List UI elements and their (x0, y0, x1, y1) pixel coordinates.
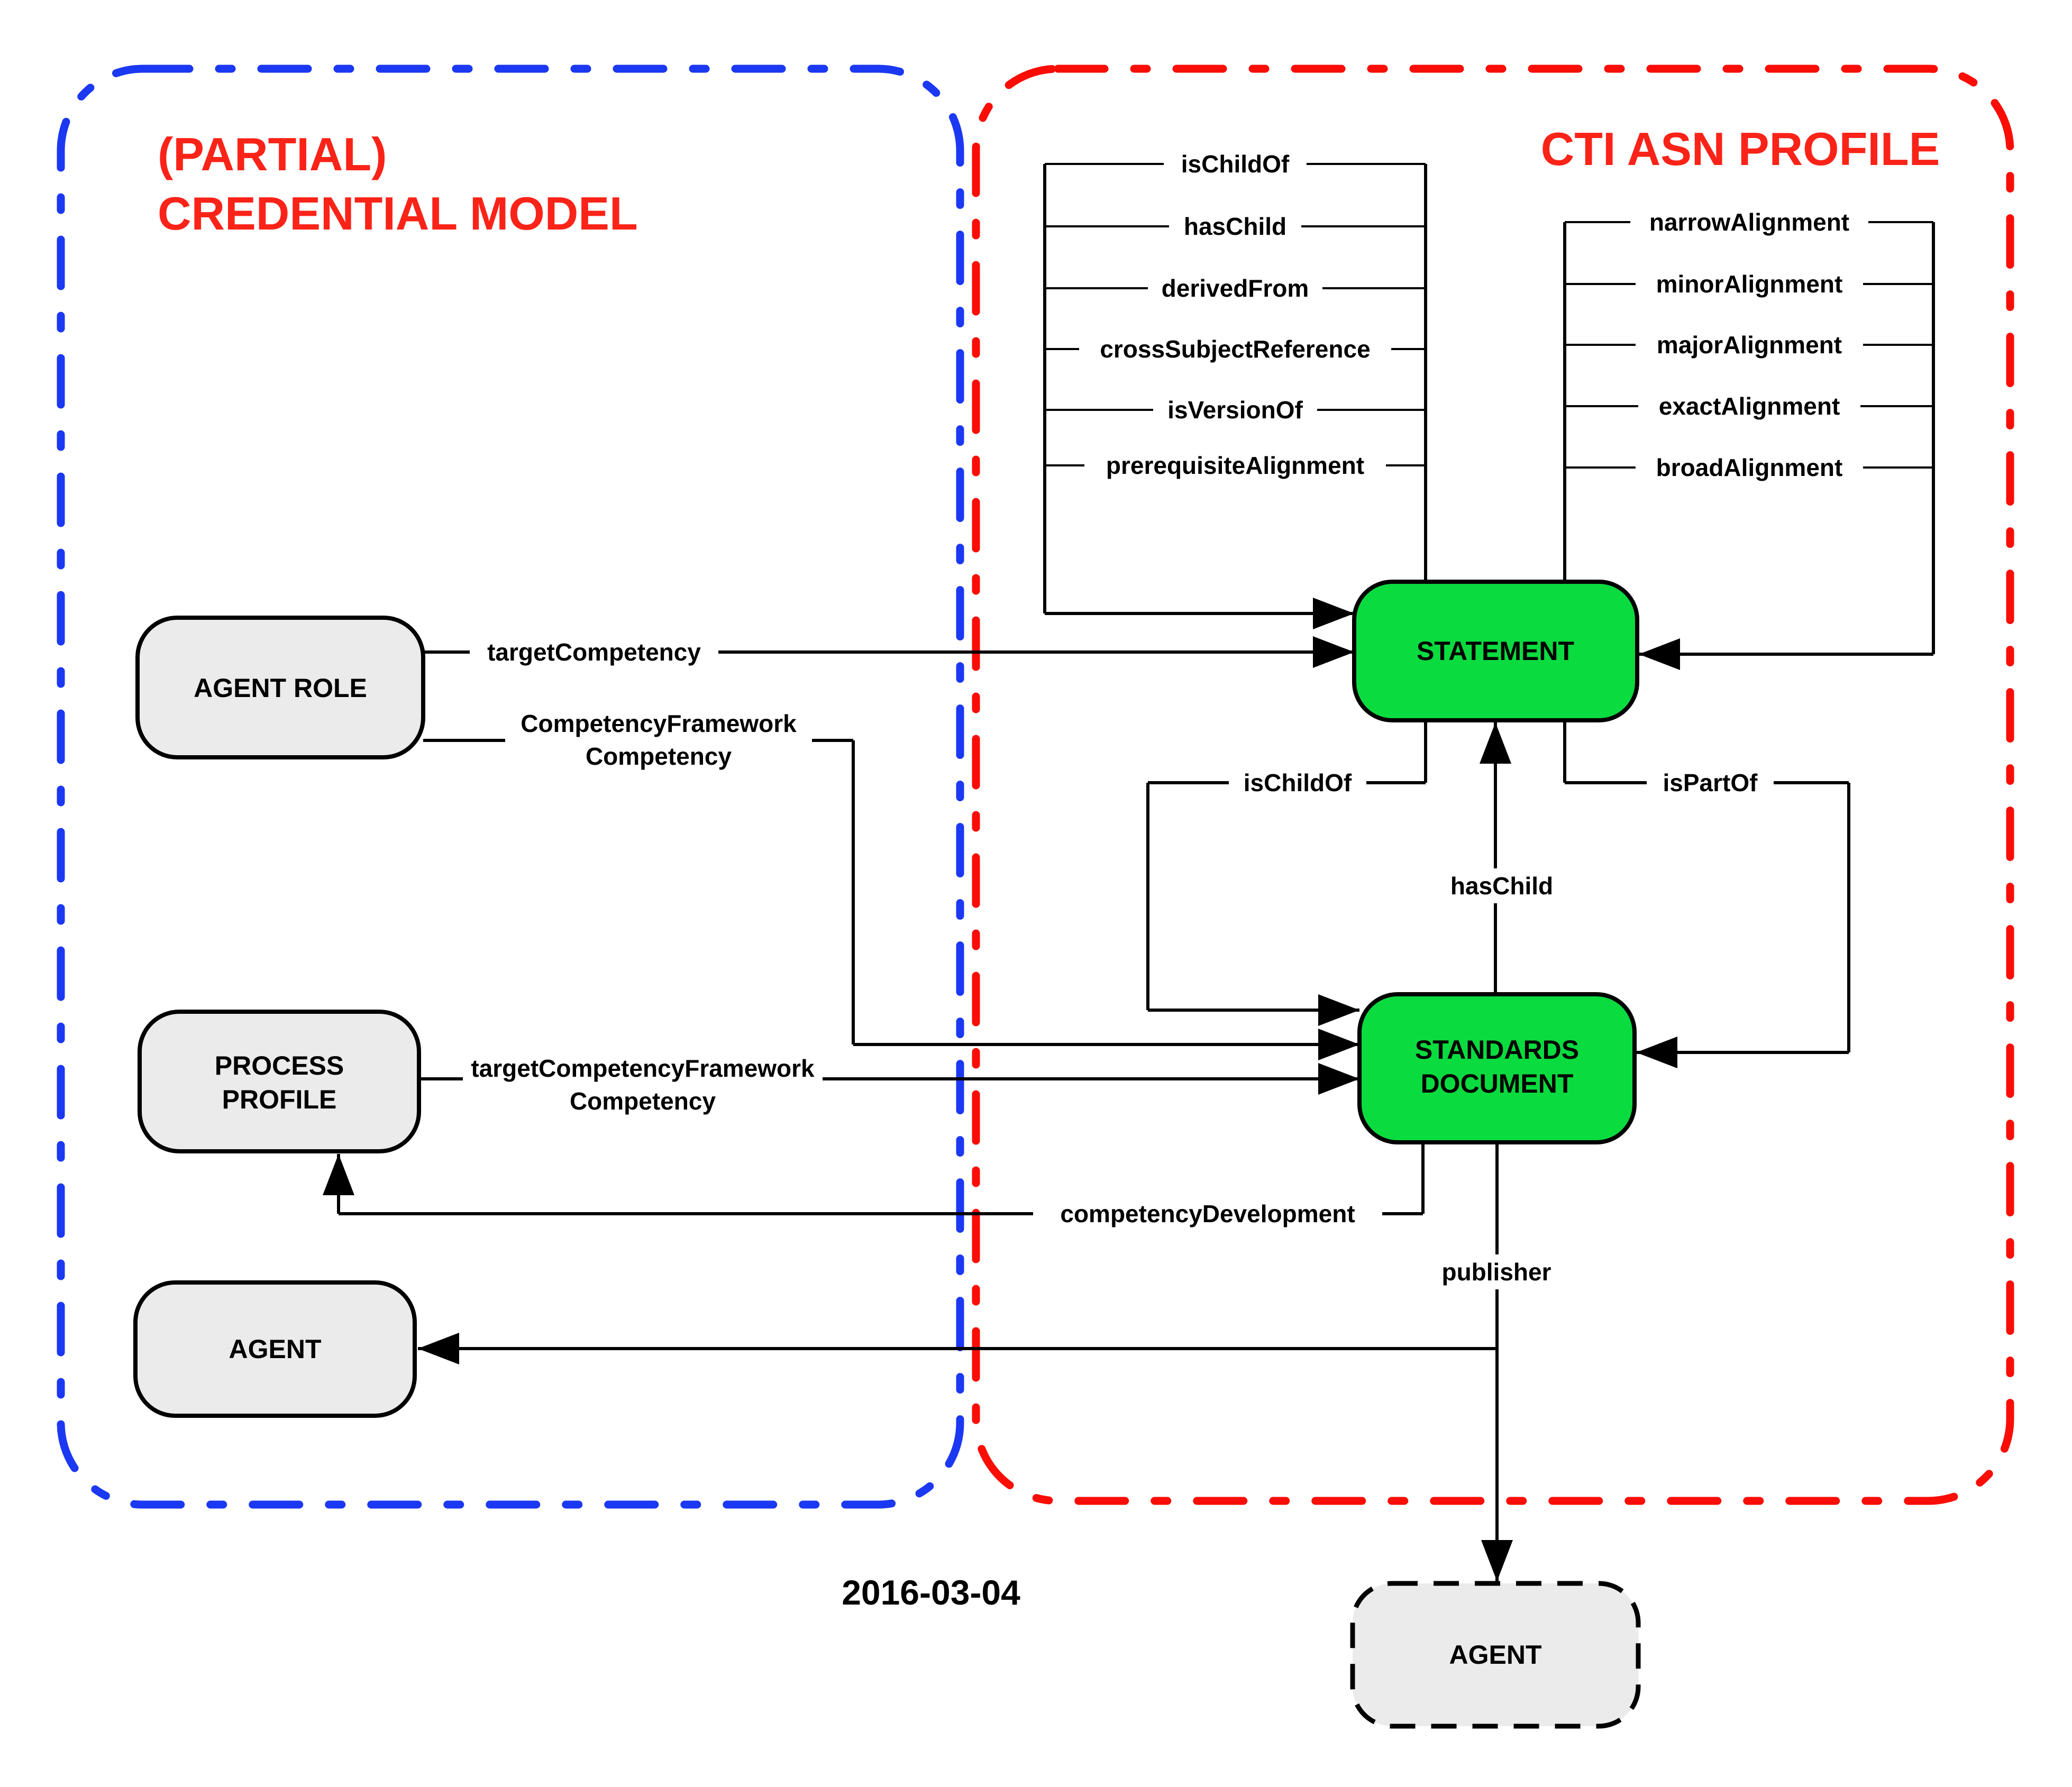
label-bg (1630, 205, 1868, 240)
edge-label-isversionof: isVersionOf (1153, 392, 1317, 427)
cti-asn-profile-region-border (972, 65, 2014, 1505)
label-bg (1164, 146, 1307, 181)
statement-label: STATEMENT (1417, 636, 1574, 666)
cti-asn-profile-title: CTI ASN PROFILE (1541, 123, 1940, 175)
svg-text:CompetencyFramework: CompetencyFramework (521, 710, 797, 737)
edge-labels: isChildOf hasChild derivedFrom crossSubj… (463, 146, 1868, 1289)
label-bg (470, 635, 718, 670)
region-borders (57, 65, 2014, 1509)
standards-document-label-line1: STANDARDS (1415, 1035, 1579, 1065)
connector-lines (323, 163, 1935, 1581)
agent-bottom-label: AGENT (1449, 1640, 1542, 1670)
svg-text:hasChild: hasChild (1450, 872, 1553, 900)
node-statement: STATEMENT (1352, 580, 1639, 722)
node-agent-role: AGENT ROLE (135, 616, 425, 759)
label-bg (1148, 271, 1322, 306)
edge-label-targetcompetencyframework: targetCompetencyFramework Competency (463, 1049, 823, 1119)
label-bg (463, 1049, 823, 1119)
edge-label-ispartof: isPartOf (1647, 765, 1774, 800)
edge-label-derivedfrom: derivedFrom (1148, 271, 1322, 306)
svg-text:isChildOf: isChildOf (1181, 150, 1290, 178)
edge-label-crosssubjectreference: crossSubjectReference (1079, 332, 1391, 366)
label-bg (1636, 450, 1863, 485)
edge-label-competencyframework: CompetencyFramework Competency (505, 704, 812, 774)
svg-text:exactAlignment: exactAlignment (1659, 392, 1840, 420)
edge-label-prerequisitealignment: prerequisiteAlignment (1084, 448, 1386, 483)
agent-role-box (135, 616, 425, 759)
standards-document-box (1357, 992, 1637, 1144)
process-profile-box (138, 1010, 421, 1153)
svg-text:majorAlignment: majorAlignment (1657, 331, 1842, 359)
svg-text:hasChild: hasChild (1184, 213, 1286, 240)
edge-label-majoralignment: majorAlignment (1636, 327, 1863, 362)
agent-left-box (133, 1280, 417, 1418)
label-bg (1079, 332, 1391, 366)
label-bg (1647, 765, 1774, 800)
credential-model-title-line1: (PARTIAL) (158, 128, 387, 180)
svg-text:isVersionOf: isVersionOf (1167, 396, 1303, 424)
svg-text:targetCompetency: targetCompetency (487, 638, 701, 666)
svg-text:Competency: Competency (586, 743, 732, 770)
node-standards-document: STANDARDS DOCUMENT (1357, 992, 1637, 1144)
svg-text:Competency: Competency (570, 1087, 716, 1115)
svg-text:targetCompetencyFramework: targetCompetencyFramework (471, 1055, 815, 1082)
edge-label-ischildof2: isChildOf (1229, 765, 1366, 800)
label-bg (1636, 327, 1863, 362)
label-bg (1638, 389, 1860, 424)
svg-text:narrowAlignment: narrowAlignment (1649, 208, 1849, 236)
label-bg (1229, 765, 1366, 800)
process-profile-label-line2: PROFILE (222, 1085, 337, 1114)
date-label: 2016-03-04 (842, 1573, 1020, 1612)
edge-label-narrowalignment: narrowAlignment (1630, 205, 1868, 240)
svg-text:isPartOf: isPartOf (1663, 769, 1758, 796)
svg-text:isChildOf: isChildOf (1244, 769, 1352, 796)
edge-label-haschild2: hasChild (1436, 868, 1568, 903)
node-agent-left: AGENT (133, 1280, 417, 1418)
edge-label-publisher: publisher (1430, 1254, 1563, 1289)
agent-role-label: AGENT ROLE (194, 673, 367, 703)
label-bg (1153, 392, 1317, 427)
edge-label-haschild: hasChild (1169, 209, 1301, 244)
node-process-profile: PROCESS PROFILE (138, 1010, 421, 1153)
label-bg (1084, 448, 1386, 483)
nodes-layer: AGENT ROLE PROCESS PROFILE AGENT STATEME… (133, 580, 1641, 1729)
label-bg (1436, 868, 1568, 903)
edge-label-competencydevelopment: competencyDevelopment (1033, 1196, 1382, 1231)
label-bg (1169, 209, 1301, 244)
label-bg (1636, 267, 1863, 301)
svg-text:publisher: publisher (1441, 1258, 1551, 1286)
svg-text:broadAlignment: broadAlignment (1656, 454, 1843, 481)
edge-label-exactalignment: exactAlignment (1638, 389, 1860, 424)
process-profile-label-line1: PROCESS (215, 1051, 344, 1080)
agent-left-label: AGENT (229, 1334, 322, 1364)
credential-model-title-line2: CREDENTIAL MODEL (158, 187, 638, 240)
credential-model-region-border (57, 65, 964, 1509)
label-bg (1033, 1196, 1382, 1231)
statement-box (1352, 580, 1639, 722)
label-bg (505, 704, 812, 774)
edge-label-ischildof: isChildOf (1164, 146, 1307, 181)
node-agent-bottom: AGENT (1350, 1581, 1641, 1729)
svg-text:derivedFrom: derivedFrom (1162, 274, 1309, 302)
label-bg (1430, 1254, 1563, 1289)
credential-model-title: (PARTIAL) CREDENTIAL MODEL (158, 128, 638, 240)
standards-document-label-line2: DOCUMENT (1421, 1069, 1574, 1098)
svg-text:minorAlignment: minorAlignment (1656, 270, 1843, 298)
svg-text:prerequisiteAlignment: prerequisiteAlignment (1106, 452, 1364, 479)
svg-text:competencyDevelopment: competencyDevelopment (1060, 1200, 1355, 1227)
svg-text:crossSubjectReference: crossSubjectReference (1100, 335, 1370, 363)
edge-label-broadalignment: broadAlignment (1636, 450, 1863, 485)
edge-label-minoralignment: minorAlignment (1636, 267, 1863, 301)
edge-label-targetcompetency: targetCompetency (470, 635, 718, 670)
agent-bottom-box (1350, 1581, 1641, 1729)
